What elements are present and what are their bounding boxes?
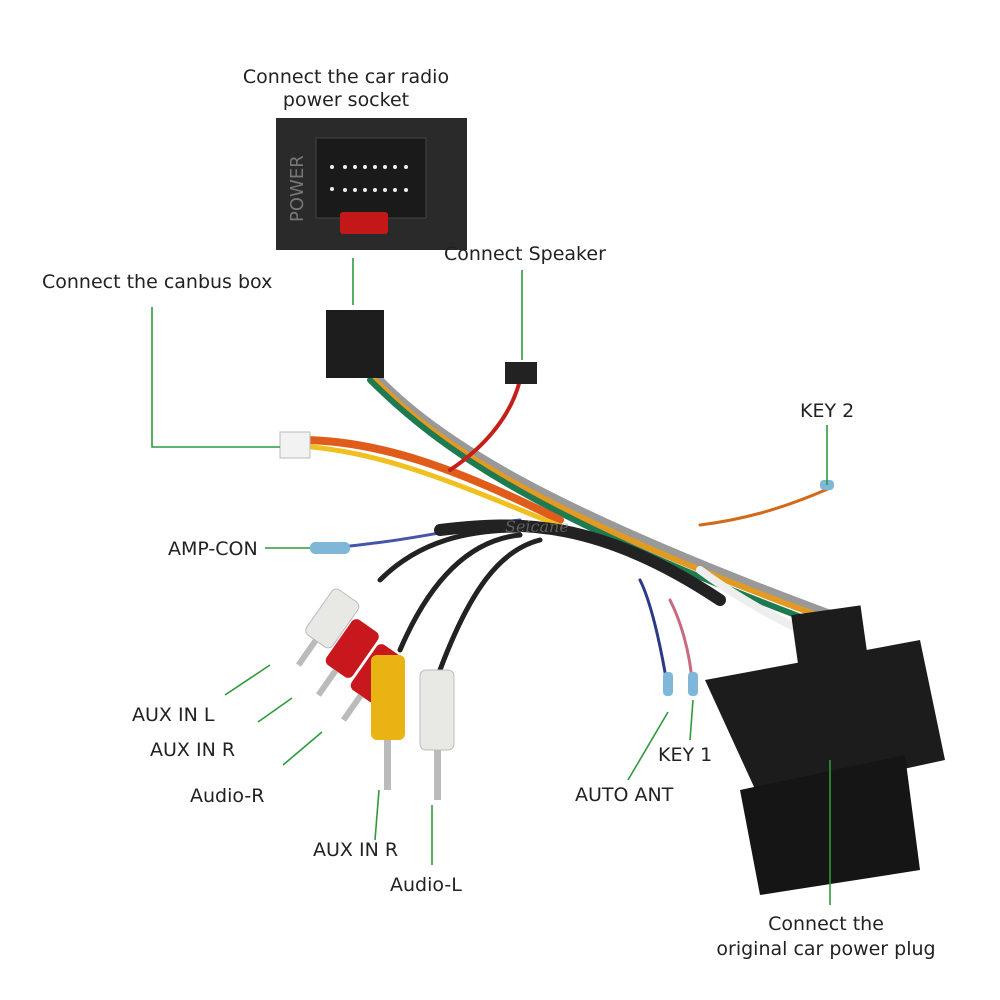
leader-lines: [151, 258, 831, 905]
watermark: Seicane: [505, 517, 569, 536]
label-aux-in-r-2: AUX IN R: [313, 839, 399, 861]
label-canbus: Connect the canbus box: [42, 271, 273, 293]
label-power-socket-1: Connect the car radio: [242, 66, 450, 88]
original-power-plug: [705, 605, 945, 895]
label-power-socket-2: power socket: [282, 89, 410, 111]
label-power-plug-2: original car power plug: [716, 938, 936, 960]
label-audio-l: Audio-L: [390, 874, 462, 896]
auto-ant-terminal: [663, 672, 673, 696]
label-auto-ant: AUTO ANT: [575, 784, 674, 806]
canbus-connector: [279, 431, 311, 459]
label-aux-in-l: AUX IN L: [132, 704, 215, 726]
label-key1: KEY 1: [658, 744, 713, 766]
label-audio-r: Audio-R: [190, 785, 265, 807]
key1-terminal: [688, 672, 698, 696]
label-amp-con: AMP-CON: [168, 538, 258, 560]
wire-bundle: [296, 355, 835, 692]
label-aux-in-r: AUX IN R: [150, 739, 236, 761]
label-speaker: Connect Speaker: [444, 243, 606, 265]
label-key2: KEY 2: [800, 400, 855, 422]
power-socket-inset: POWER: [276, 118, 467, 250]
rca-plugs: [295, 588, 455, 800]
amp-con-terminal: [310, 542, 350, 554]
power-text: POWER: [287, 155, 308, 222]
speaker-connector: [505, 362, 537, 384]
label-power-plug-1: Connect the: [768, 913, 884, 935]
radio-power-connector: [326, 310, 384, 378]
